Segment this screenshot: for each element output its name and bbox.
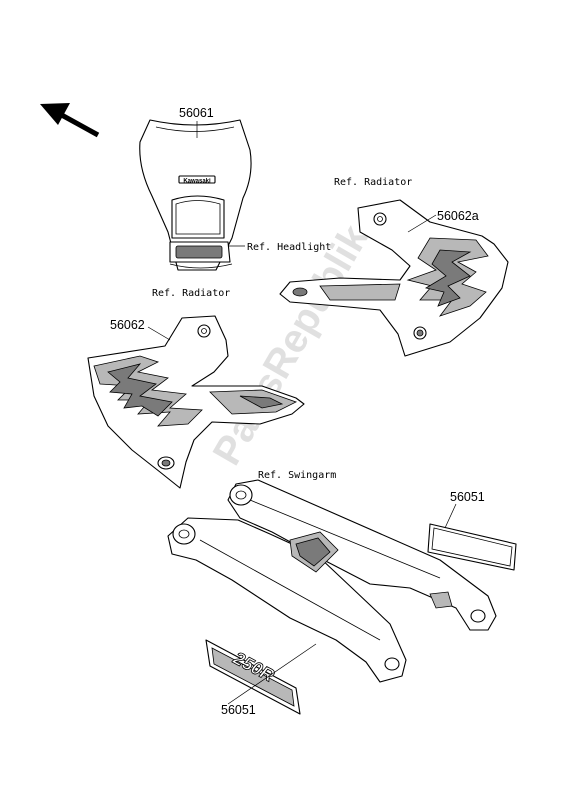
ref-radiator-left-label: Ref. Radiator [152,288,230,299]
headlight-logo: Kawasaki [183,179,211,185]
left-shroud-part-number: 56062 [110,318,145,332]
arrow-front-left-icon [40,103,100,138]
swingarm-label-top-part-number: 56051 [450,490,485,504]
ref-swingarm-label: Ref. Swingarm [258,470,336,481]
swingarm [167,479,497,683]
swingarm-label-plain [427,523,517,571]
headlight-cover: Kawasaki [139,119,252,271]
left-radiator-shroud [87,315,305,489]
right-radiator-shroud [279,199,509,357]
right-shroud-part-number: 56062a [437,209,479,223]
headlight-cover-part-number: 56061 [179,106,214,120]
watermark: PartsRepublik [205,217,378,473]
ref-radiator-right-label: Ref. Radiator [334,177,412,188]
swingarm-label-bottom-part-number: 56051 [221,703,256,717]
ref-headlight-label: Ref. Headlight [247,242,331,253]
leader-lines [147,121,457,705]
